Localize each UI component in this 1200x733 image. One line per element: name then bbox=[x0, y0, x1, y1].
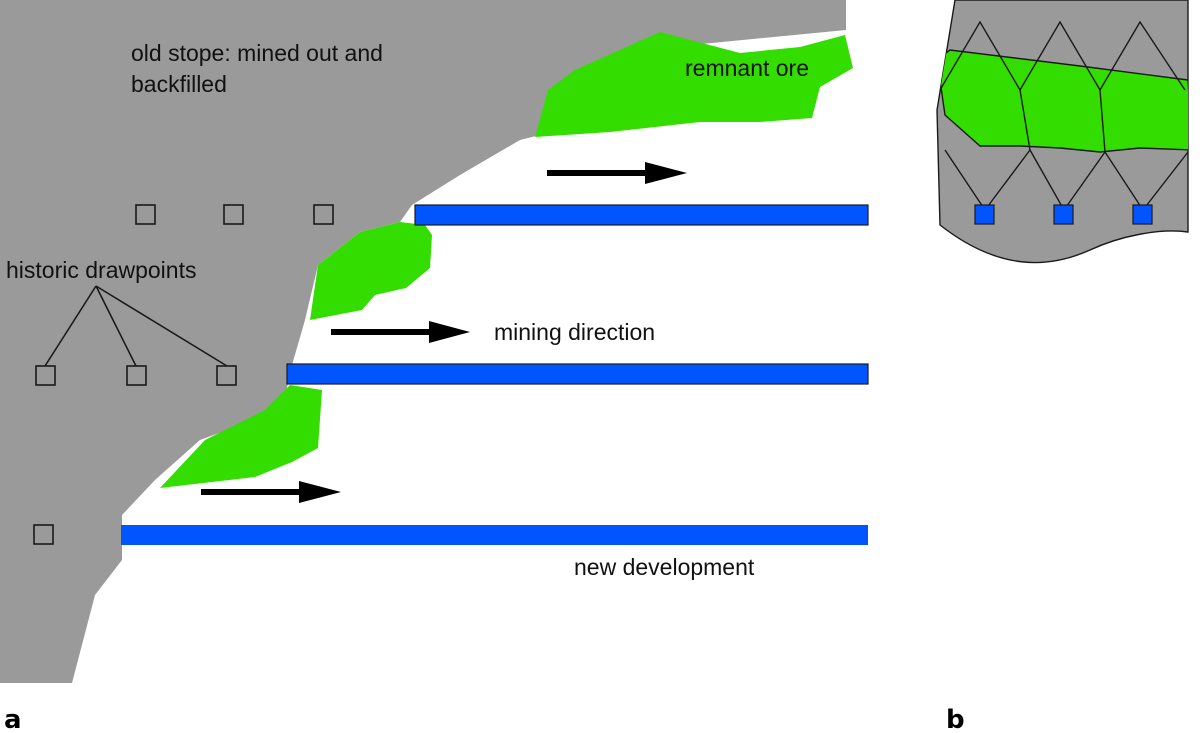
panel-b: b bbox=[936, 0, 1189, 733]
remnant-ore-label: remnant ore bbox=[685, 55, 809, 81]
panel-a-label: a bbox=[4, 705, 22, 733]
panel-b-label: b bbox=[946, 705, 965, 733]
mining-direction-arrows bbox=[201, 162, 687, 503]
arrow-icon bbox=[201, 481, 341, 503]
remnant-ore-middle bbox=[310, 222, 432, 320]
new-development-label: new development bbox=[574, 554, 755, 580]
drawpoint bbox=[135, 204, 156, 225]
historic-drawpoints-label: historic drawpoints bbox=[6, 257, 196, 283]
drawpoint bbox=[33, 524, 54, 545]
arrow-icon bbox=[547, 162, 687, 184]
remnant-ore-lower bbox=[160, 385, 322, 488]
new-drawpoint bbox=[1053, 204, 1074, 225]
old-stope-backfill bbox=[0, 0, 846, 683]
development-drive-lower bbox=[121, 525, 868, 545]
historic-drawpoints bbox=[33, 204, 334, 545]
ring-lines bbox=[939, 20, 1188, 211]
old-stope-label-line1: old stope: mined out and bbox=[131, 40, 383, 66]
new-development-drives bbox=[121, 204, 869, 545]
new-drawpoints bbox=[974, 204, 1153, 225]
development-drive-upper bbox=[414, 204, 869, 226]
new-drawpoint bbox=[1132, 204, 1153, 225]
ore-band bbox=[937, 49, 1188, 153]
drawpoint bbox=[223, 204, 244, 225]
remnant-ore-upper bbox=[535, 32, 853, 137]
drawpoint bbox=[313, 204, 334, 225]
arrow-icon bbox=[331, 321, 470, 343]
mining-direction-label: mining direction bbox=[494, 319, 655, 345]
development-drive-middle bbox=[286, 363, 869, 385]
panel-a: old stope: mined out and backfilled remn… bbox=[0, 0, 869, 733]
old-stope-label-line2: backfilled bbox=[131, 71, 227, 97]
new-drawpoint bbox=[974, 204, 995, 225]
drawpoint bbox=[126, 365, 147, 386]
drawpoint-leader-lines bbox=[44, 285, 228, 367]
